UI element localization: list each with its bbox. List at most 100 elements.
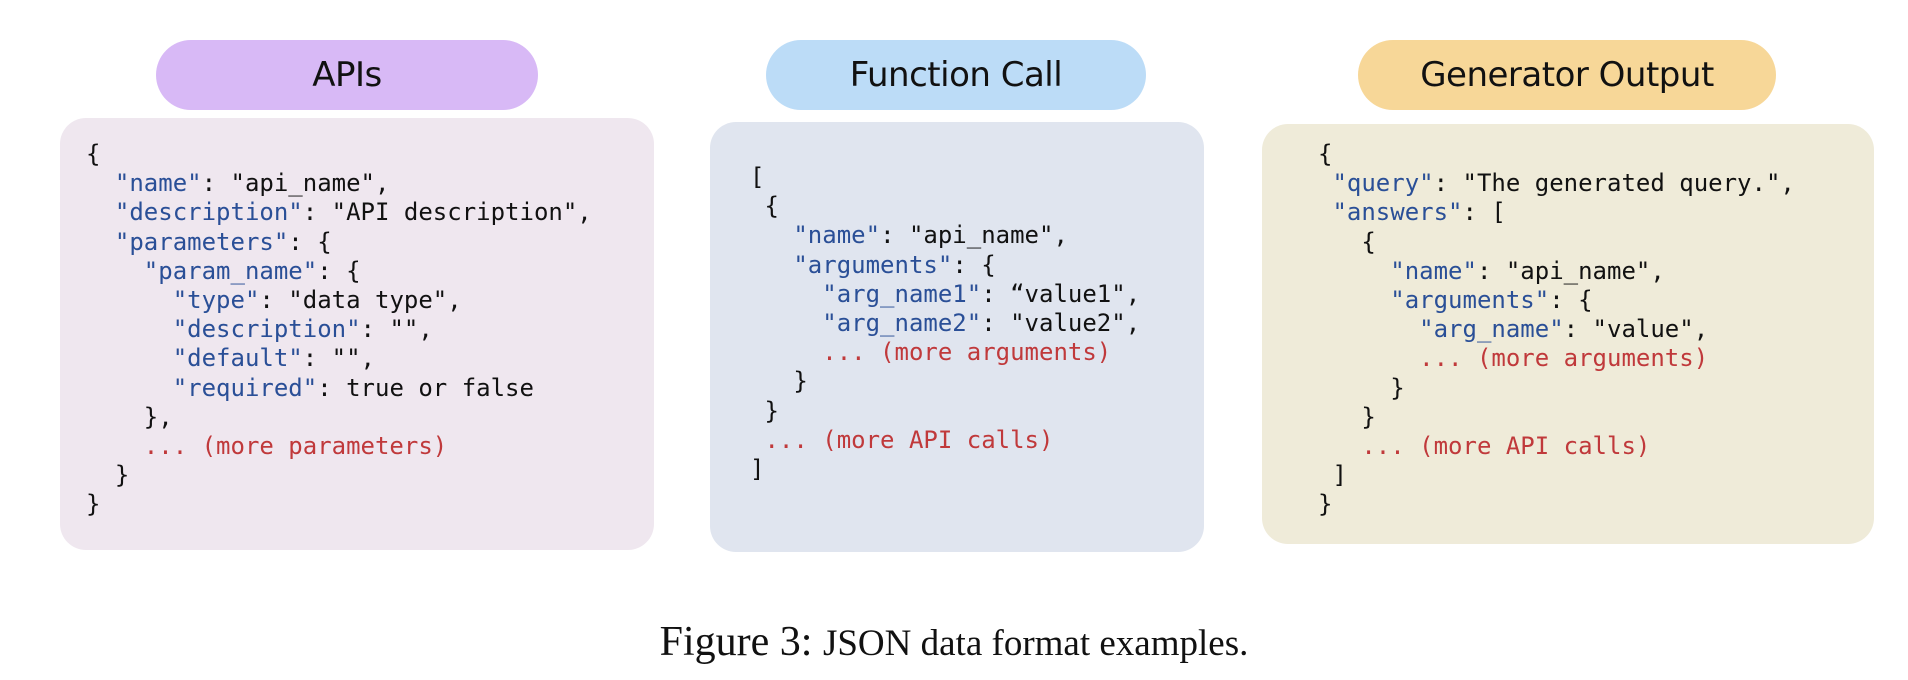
code-line: { [1318, 140, 1332, 168]
code-line: "param_name": { [86, 257, 361, 285]
generator-output-title-pill: Generator Output [1358, 40, 1776, 110]
json-key: "description" [172, 315, 361, 344]
code-text: }, [86, 402, 173, 431]
code-line: "type": "data type", [86, 286, 462, 314]
code-text: ] [1318, 461, 1347, 490]
code-line: ... (more API calls) [750, 426, 1053, 454]
json-key: "name" [793, 221, 881, 250]
function-call-title-pill: Function Call [766, 40, 1146, 110]
code-text: } [1318, 402, 1376, 431]
code-line: } [86, 461, 129, 489]
code-text: { [1318, 140, 1333, 168]
code-line: "description": "", [86, 315, 433, 343]
json-key: "arg_name1" [822, 279, 982, 308]
code-text: : { [952, 250, 996, 279]
code-line: { [86, 140, 100, 168]
code-text: ] [750, 455, 765, 484]
code-text: : "value2", [981, 309, 1141, 338]
code-text [1318, 169, 1332, 197]
code-line: } [86, 490, 100, 518]
figure-caption-label: Figure 3: [659, 619, 813, 665]
code-text: { [1318, 227, 1376, 256]
apis-title-pill: APIs [156, 40, 538, 110]
code-text: : [ [1462, 198, 1506, 227]
more-note: ... (more arguments) [1419, 344, 1709, 373]
code-line: }, [86, 403, 173, 431]
apis-title: APIs [312, 55, 382, 95]
code-text [86, 315, 173, 343]
figure-caption: Figure 3: JSON data format examples. [0, 618, 1908, 666]
code-text [86, 228, 115, 256]
apis-code-box [60, 118, 654, 550]
code-text: } [750, 367, 808, 396]
code-line: "arg_name2": "value2", [750, 309, 1140, 337]
code-text: : { [288, 227, 332, 256]
code-line: "name": "api_name", [86, 169, 390, 198]
code-text [86, 169, 115, 197]
code-text: : { [317, 256, 361, 285]
code-text: : "api_name", [1476, 256, 1665, 285]
code-text [750, 280, 822, 308]
code-text [86, 198, 115, 226]
more-note: ... (more API calls) [764, 425, 1054, 454]
figure-caption-text: JSON data format examples. [822, 623, 1249, 664]
code-line: } [750, 396, 779, 425]
code-line: ... (more arguments) [1318, 344, 1708, 372]
code-text [1318, 315, 1419, 343]
code-text: } [1318, 373, 1405, 402]
code-text [1318, 286, 1390, 314]
code-text [86, 432, 144, 460]
code-line: "arguments": { [750, 250, 996, 279]
generator-output-title: Generator Output [1420, 55, 1714, 95]
code-line: } [1318, 373, 1405, 402]
code-line: "required": true or false [86, 374, 534, 402]
function-call-title: Function Call [849, 55, 1063, 95]
generator-output-code-box [1262, 124, 1874, 544]
json-key: "name" [114, 169, 202, 198]
code-text [86, 374, 173, 402]
code-text: : true or false [317, 373, 534, 402]
code-line: "description": "API description", [86, 198, 592, 226]
more-note: ... (more API calls) [1361, 432, 1651, 461]
code-text [1318, 432, 1361, 460]
code-line: { [1318, 227, 1376, 256]
code-text [1318, 257, 1390, 285]
json-key: "arg_name" [1419, 315, 1564, 344]
function-call-code-box [710, 122, 1204, 552]
code-text: : "api_name", [880, 221, 1068, 250]
code-text: } [750, 396, 779, 425]
code-line: } [1318, 490, 1332, 518]
function-call-code: [ { "name": "api_name", "arguments": { "… [750, 163, 1140, 484]
code-text: { [86, 140, 101, 168]
code-text [750, 221, 793, 249]
generator-output-code: { "query": "The generated query.", "answ… [1318, 140, 1795, 520]
json-key: "arguments" [1390, 286, 1550, 315]
code-line: "arg_name1": “value1", [750, 280, 1140, 308]
code-line: "arg_name": "value", [1318, 315, 1708, 343]
code-text [1318, 344, 1419, 372]
code-text: : "data type", [259, 286, 462, 315]
code-line: } [750, 367, 808, 396]
more-note: ... (more parameters) [143, 432, 448, 461]
json-key: "parameters" [114, 227, 289, 256]
json-key: "answers" [1332, 198, 1463, 227]
code-text [750, 426, 764, 454]
code-line: "parameters": { [86, 228, 332, 256]
code-text: : "", [302, 344, 375, 373]
json-key: "name" [1390, 256, 1477, 285]
json-key: "query" [1332, 169, 1434, 198]
code-line: "query": "The generated query.", [1318, 169, 1795, 198]
code-text [750, 251, 793, 279]
code-text: { [750, 192, 779, 221]
code-text [86, 286, 173, 314]
apis-code: { "name": "api_name", "description": "AP… [86, 140, 592, 520]
code-text: : "api_name", [201, 169, 390, 198]
code-text: : { [1549, 286, 1593, 315]
code-text: [ [750, 163, 765, 191]
code-line: ... (more arguments) [750, 338, 1111, 366]
code-text: : "The generated query.", [1433, 169, 1795, 198]
code-text: } [1318, 490, 1333, 519]
code-line: ] [1318, 461, 1347, 490]
code-text: } [86, 490, 101, 519]
json-key: "required" [172, 373, 318, 402]
